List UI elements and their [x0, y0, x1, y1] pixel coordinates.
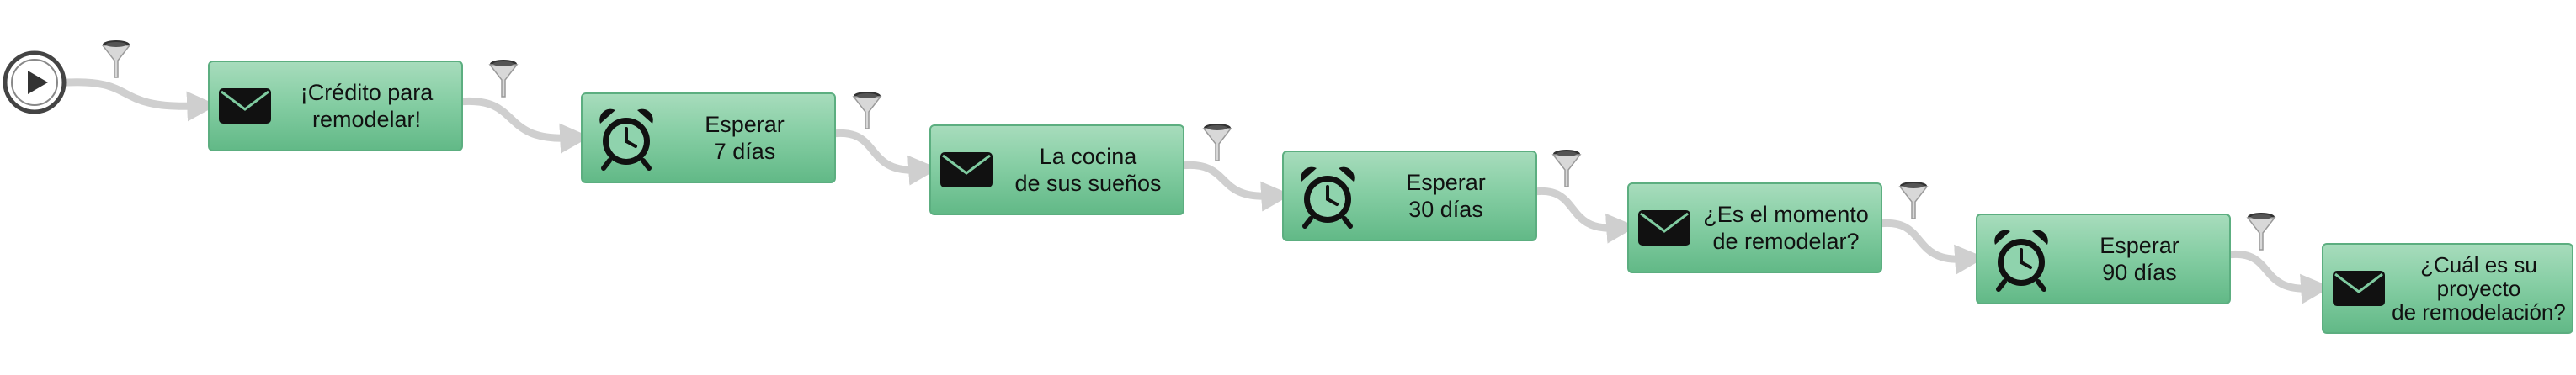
filter-funnel-icon[interactable]: [487, 58, 520, 100]
step-label: Esperar 90 días: [2100, 233, 2179, 285]
workflow-step-email-3[interactable]: ¿Es el momento de remodelar?: [1627, 182, 1882, 273]
step-label: ¡Crédito para remodelar!: [300, 80, 434, 132]
step-label: La cocina de sus sueños: [1014, 144, 1162, 196]
connector-arrow: [459, 98, 591, 154]
step-label: ¿Cuál es su proyecto de remodelación?: [2392, 252, 2566, 325]
alarm-clock-icon: [593, 104, 660, 172]
workflow-step-wait-2[interactable]: Esperar 30 días: [1282, 151, 1537, 241]
filter-funnel-icon[interactable]: [2244, 211, 2278, 253]
step-label: Esperar 30 días: [1406, 170, 1486, 222]
connector-arrow: [1533, 188, 1637, 244]
envelope-icon: [2330, 255, 2387, 322]
workflow-step-wait-3[interactable]: Esperar 90 días: [1976, 214, 2231, 304]
alarm-clock-icon: [1988, 225, 2055, 293]
step-label: Esperar 7 días: [705, 112, 785, 164]
workflow-step-email-1[interactable]: ¡Crédito para remodelar!: [208, 61, 463, 151]
step-label: ¿Es el momento de remodelar?: [1703, 202, 1869, 254]
filter-funnel-icon[interactable]: [99, 39, 133, 81]
connector-arrow: [63, 78, 218, 122]
start-play-button[interactable]: [3, 50, 67, 114]
alarm-clock-icon: [1294, 162, 1361, 230]
filter-funnel-icon[interactable]: [850, 90, 884, 132]
filter-funnel-icon[interactable]: [1200, 122, 1234, 164]
play-icon: [28, 71, 48, 94]
envelope-icon: [938, 136, 995, 203]
envelope-icon: [216, 72, 274, 140]
connector-arrow: [832, 129, 939, 186]
envelope-icon: [1636, 194, 1693, 261]
connector-arrow: [2227, 251, 2332, 304]
filter-funnel-icon[interactable]: [1897, 180, 1930, 222]
workflow-step-email-2[interactable]: La cocina de sus sueños: [929, 124, 1184, 215]
workflow-step-email-4[interactable]: ¿Cuál es su proyecto de remodelación?: [2322, 243, 2573, 334]
filter-funnel-icon[interactable]: [1550, 148, 1583, 190]
connector-arrow: [1180, 161, 1292, 212]
connector-arrow: [1878, 219, 1986, 275]
workflow-step-wait-1[interactable]: Esperar 7 días: [581, 92, 836, 183]
